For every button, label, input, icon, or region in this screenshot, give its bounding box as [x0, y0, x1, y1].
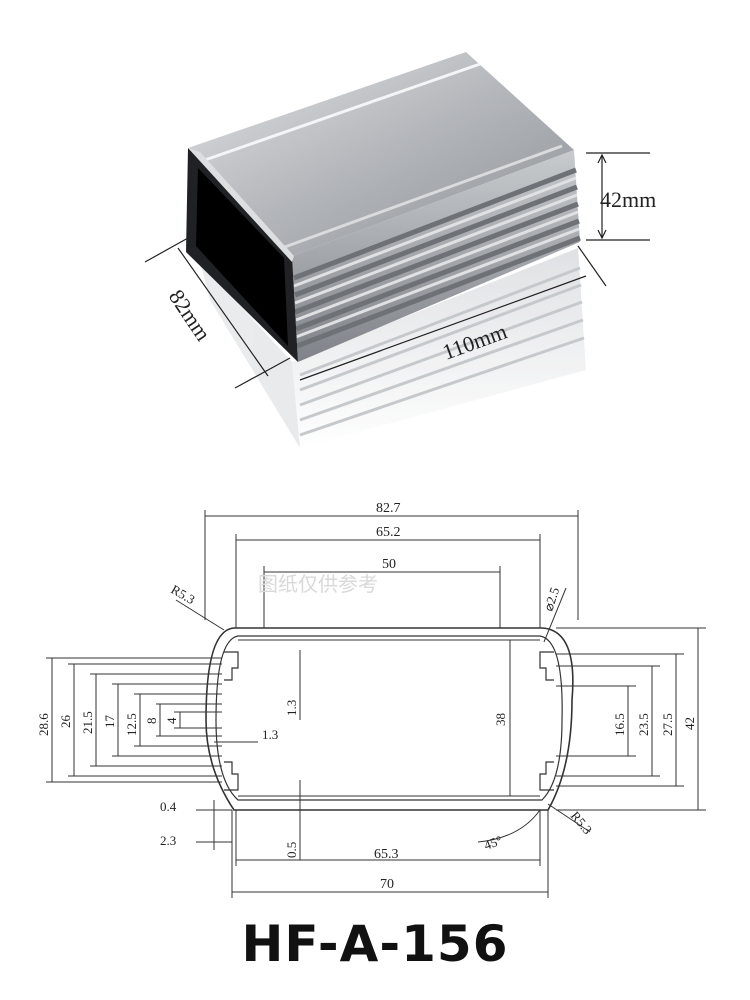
- hole-diameter: ⌀2.5: [541, 585, 563, 613]
- slot-1-3-horizontal: 1.3: [262, 727, 278, 742]
- dim-27-5: 27.5: [660, 713, 675, 736]
- dim-26: 26: [58, 715, 73, 729]
- profile-drawing: 图纸仅供参考 82.7 65.2 50 R5.3 ⌀2.5 R5.3 28.6 …: [36, 501, 706, 898]
- dim-50: 50: [382, 557, 396, 572]
- dim-21-5: 21.5: [80, 711, 95, 734]
- model-number: HF-A-156: [241, 915, 509, 973]
- enclosure-photo: 42mm 82mm 110mm: [144, 52, 656, 448]
- profile-inner-outline: [215, 635, 563, 801]
- dim-82-7: 82.7: [376, 501, 401, 516]
- dim-42: 42: [682, 717, 697, 730]
- watermark: 图纸仅供参考: [258, 572, 378, 596]
- dim-16-5: 16.5: [612, 713, 627, 736]
- dim-65-3: 65.3: [374, 847, 399, 862]
- radius-top-left: R5.3: [169, 582, 198, 607]
- dim-12-5: 12.5: [124, 713, 139, 736]
- offset-2-3: 2.3: [160, 833, 176, 848]
- offset-0-4: 0.4: [160, 799, 177, 814]
- photo-depth-label: 82mm: [164, 285, 216, 346]
- photo-dimension-lines: [144, 152, 650, 389]
- dim-70: 70: [380, 877, 394, 892]
- dim-17: 17: [102, 715, 117, 729]
- dim-8: 8: [144, 718, 159, 725]
- wall-0-5: 0.5: [284, 842, 299, 858]
- dim-4: 4: [164, 717, 179, 724]
- enclosure-top-face: [188, 52, 574, 256]
- dim-28-6: 28.6: [36, 713, 51, 736]
- angle-45: 45°: [482, 832, 504, 852]
- slot-1-3-vertical: 1.3: [284, 700, 299, 716]
- profile-outer-outline: [205, 627, 574, 811]
- dim-23-5: 23.5: [636, 713, 651, 736]
- side-ribs: [293, 167, 581, 349]
- photo-height-label: 42mm: [600, 187, 656, 212]
- dim-38: 38: [493, 713, 508, 726]
- radius-bottom-right: R5.3: [568, 808, 596, 837]
- reflection: [200, 248, 586, 448]
- dim-65-2: 65.2: [376, 525, 401, 540]
